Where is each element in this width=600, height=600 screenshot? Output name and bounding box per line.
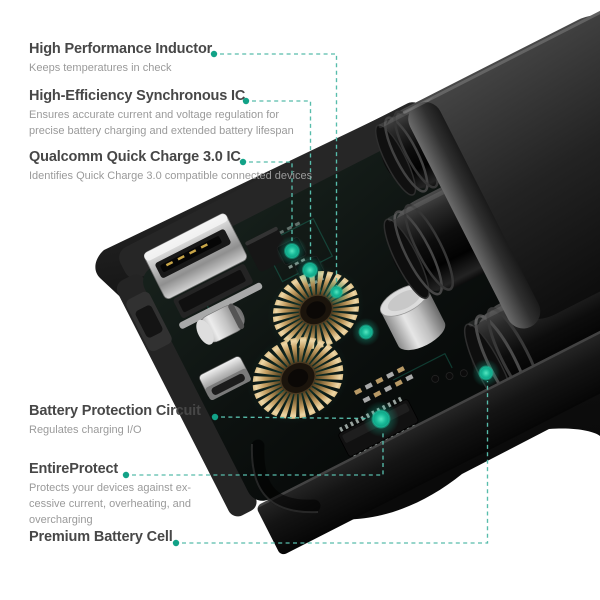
lid-edge-lip xyxy=(408,102,541,329)
start-dot-protection-circuit xyxy=(211,413,219,421)
leader-entireprotect xyxy=(132,431,384,476)
capacitor-small xyxy=(196,303,245,345)
usb-a-port xyxy=(144,213,263,329)
callout-inductor: High Performance Inductor Keeps temperat… xyxy=(29,41,259,76)
leader-inductor xyxy=(220,53,338,286)
tray-front-wall xyxy=(255,279,600,555)
marker-protection-circuit xyxy=(363,401,399,437)
component-marker-dots xyxy=(277,236,500,437)
callout-battery-cell: Premium Battery Cell xyxy=(29,529,249,546)
callout-desc: Keeps temperatures in check xyxy=(29,62,172,74)
callout-desc: Identifies Quick Charge 3.0 compatible c… xyxy=(29,170,313,182)
start-dot-entireprotect xyxy=(122,471,130,479)
leader-protection-circuit xyxy=(220,416,370,420)
usb-contacts xyxy=(165,243,208,267)
start-dot-synchronous-ic xyxy=(242,97,250,105)
callout-title: Qualcomm Quick Charge 3.0 IC xyxy=(29,149,241,165)
marker-capacitor xyxy=(352,318,380,346)
callout-title: High Performance Inductor xyxy=(29,41,213,57)
callout-protection-circuit: Battery Protection Circuit Regulates cha… xyxy=(29,403,249,438)
front-wall-recess xyxy=(251,439,321,513)
callout-start-dots xyxy=(122,50,250,547)
micro-usb-port xyxy=(199,356,251,401)
component-box xyxy=(245,226,291,272)
callout-entireprotect: EntireProtect Protects your devices agai… xyxy=(29,461,249,528)
leader-synchronous-ic xyxy=(252,100,312,260)
case-port-slot xyxy=(135,305,163,338)
callout-title: Battery Protection Circuit xyxy=(29,403,201,419)
start-dot-inductor xyxy=(210,50,218,58)
callout-leader-lines xyxy=(132,53,489,544)
callout-quickcharge-ic: Qualcomm Quick Charge 3.0 IC Identifies … xyxy=(29,149,329,184)
leader-battery-cell xyxy=(182,381,489,544)
front-wall-recess-edge xyxy=(250,443,319,514)
marker-inductor xyxy=(323,279,350,305)
device-lid xyxy=(402,0,600,329)
start-dot-battery-cell xyxy=(172,539,180,547)
callout-desc: Protects your devices against ex- cessiv… xyxy=(29,482,192,526)
callout-title: EntireProtect xyxy=(29,461,119,477)
marker-battery-cell xyxy=(472,359,500,387)
marker-synchronous-ic xyxy=(295,255,325,285)
start-dot-quickcharge-ic xyxy=(239,158,247,166)
callout-synchronous-ic: High-Efficiency Synchronous IC Ensures a… xyxy=(29,88,319,139)
callout-title: High-Efficiency Synchronous IC xyxy=(29,88,246,104)
callout-desc: Regulates charging I/O xyxy=(29,424,142,436)
callout-title: Premium Battery Cell xyxy=(29,529,173,545)
powerbank-device xyxy=(95,0,600,555)
marker-quickcharge-ic xyxy=(277,236,307,266)
callout-desc: Ensures accurate current and voltage reg… xyxy=(29,109,294,137)
